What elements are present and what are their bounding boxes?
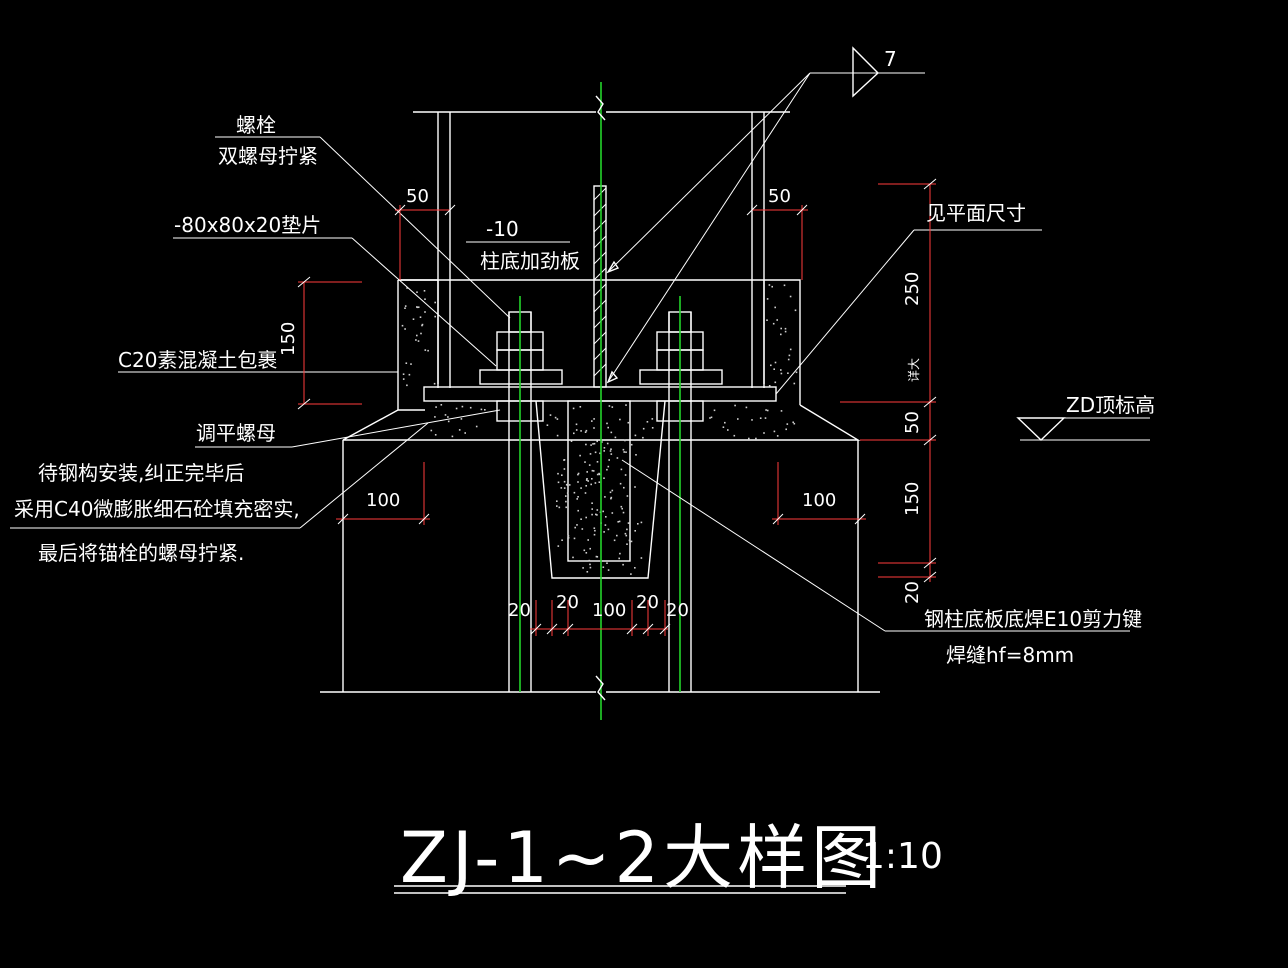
label-see-plan: 见平面尺寸	[926, 201, 1026, 225]
base-plate	[423, 369, 777, 402]
drawing-scale: 1:10	[862, 836, 943, 877]
dim-right-20: 20	[902, 581, 923, 604]
dimension-texts: 50 50 150 250 详大 50 150 20 100 100 20 20…	[278, 186, 923, 621]
label-stiffener: 柱底加劲板	[480, 249, 580, 273]
dim-left-100: 100	[366, 490, 400, 511]
dim-right-50: 50	[768, 186, 791, 207]
leader-lines	[10, 72, 1150, 632]
annotations: 螺栓 双螺母拧紧 -80x80x20垫片 -10 柱底加劲板 见平面尺寸 C20…	[14, 47, 1155, 667]
label-stiffener-thickness: -10	[486, 217, 519, 241]
label-weld-size: 7	[884, 47, 897, 71]
label-shear-key: 钢柱底板底焊E10剪力键	[924, 607, 1142, 631]
break-marks	[595, 95, 606, 701]
c20-concrete-encasement	[397, 279, 801, 411]
dim-right-100: 100	[802, 490, 836, 511]
dim-bottom-20c: 20	[636, 592, 659, 613]
anchor-bolts	[496, 311, 704, 692]
label-bolt: 螺栓	[236, 113, 276, 137]
dimension-ticks	[297, 178, 937, 635]
drawing-title-block: ZJ-1~2大样图 1:10	[394, 817, 943, 899]
elevation-symbol	[1016, 417, 1066, 441]
note-line-1: 待钢构安装,纠正完毕后	[38, 461, 244, 485]
grout-and-pedestal	[320, 400, 880, 693]
label-zd-elevation: ZD顶标高	[1066, 393, 1155, 417]
concrete-hatch	[401, 284, 798, 575]
label-c20-concrete: C20素混凝土包裹	[118, 348, 277, 372]
stiffener-plate	[593, 185, 607, 388]
dim-bottom-20a: 20	[508, 600, 531, 621]
dim-right-50b: 50	[902, 411, 923, 434]
label-leveling-nut: 调平螺母	[196, 421, 276, 445]
dim-left-150: 150	[278, 322, 299, 356]
dimension-lines	[298, 183, 936, 636]
dim-bottom-20b: 20	[556, 592, 579, 613]
label-washer: -80x80x20垫片	[174, 213, 321, 237]
axis-lines	[519, 82, 681, 720]
label-double-nut: 双螺母拧紧	[218, 144, 318, 168]
dim-left-50: 50	[406, 186, 429, 207]
dim-bottom-20d: 20	[666, 600, 689, 621]
dim-right-150: 150	[902, 482, 923, 516]
note-line-2: 采用C40微膨胀细石砼填充密实,	[14, 497, 300, 521]
dim-right-250: 250	[902, 272, 923, 306]
dim-bottom-100: 100	[592, 600, 626, 621]
dim-right-detail: 详大	[906, 358, 921, 382]
label-weld: 焊缝hf=8mm	[946, 643, 1074, 667]
note-line-3: 最后将锚栓的螺母拧紧.	[38, 541, 244, 565]
weld-symbol	[852, 46, 880, 98]
